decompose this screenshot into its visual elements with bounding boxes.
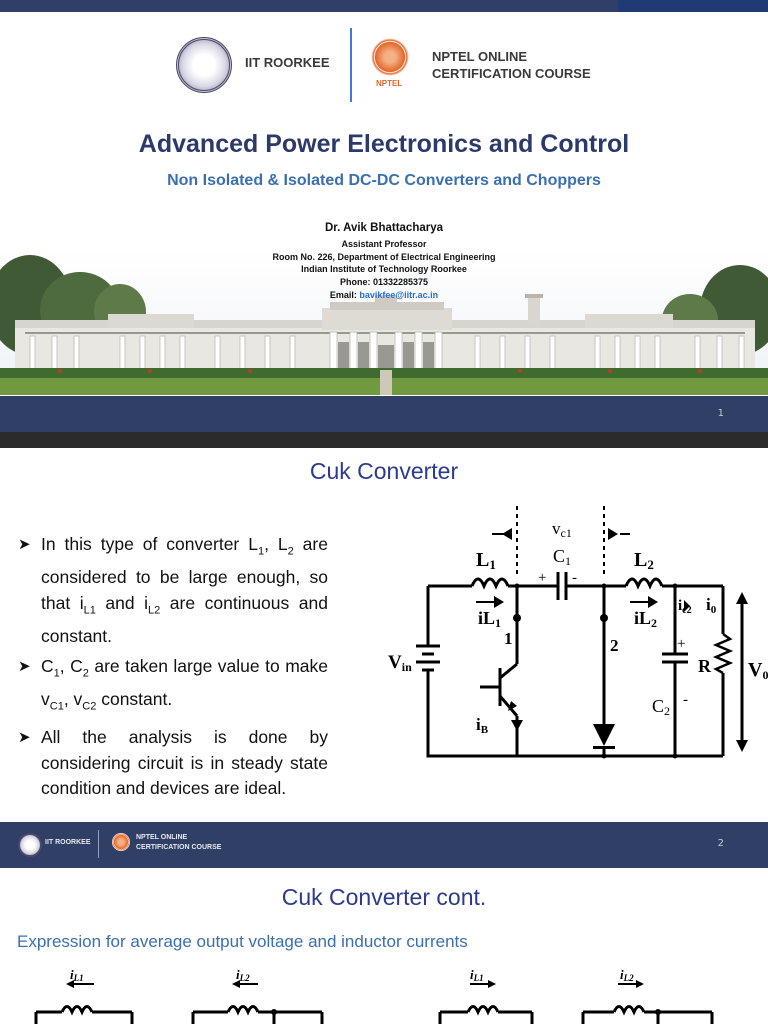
presenter-designation: Assistant Professor: [341, 239, 427, 249]
c1-plus: +: [538, 570, 546, 586]
arrow-bullet-icon: ➤: [18, 729, 31, 746]
nptel-logo: [371, 38, 409, 76]
presenter-room: Room No. 226, Department of Electrical E…: [272, 252, 496, 262]
c2-plus: +: [677, 636, 685, 652]
svg-text:iL1: iL1: [70, 970, 84, 983]
course-subtitle: Non Isolated & Isolated DC-DC Converters…: [167, 172, 601, 189]
svg-text:iL2: iL2: [236, 970, 250, 983]
page-number: 2: [717, 838, 724, 849]
footer-divider: [98, 830, 99, 858]
iit-roorkee-label: IIT ROORKEE: [245, 55, 330, 70]
nptel-logo-small: [112, 833, 130, 851]
footer-nptel-line2: CERTIFICATION COURSE: [136, 844, 222, 851]
node1-label: 1: [504, 629, 513, 648]
course-title: Advanced Power Electronics and Control: [138, 130, 630, 158]
bullet-item: ➤ In this type of converter L1, L2 are c…: [18, 532, 328, 649]
bullet-list: ➤ In this type of converter L1, L2 are c…: [18, 532, 328, 807]
email-label: Email:: [329, 290, 360, 300]
title-slide: IIT ROORKEE NPTEL NPTEL ONLINE CERTIFICA…: [0, 0, 768, 432]
arrow-bullet-icon: ➤: [18, 658, 31, 675]
slide2-footer: IIT ROORKEE NPTEL ONLINE CERTIFICATION C…: [0, 822, 768, 868]
arrow-bullet-icon: ➤: [18, 536, 31, 553]
iit-roorkee-logo: [176, 37, 232, 93]
nptel-line2: CERTIFICATION COURSE: [432, 66, 591, 81]
presenter-phone: Phone: 01332285375: [339, 277, 429, 287]
iit-roorkee-logo-small: [18, 833, 42, 857]
presenter-name: Dr. Avik Bhattacharya: [324, 222, 444, 234]
c1-minus: -: [572, 570, 577, 586]
slide1-footer: 1: [0, 396, 768, 432]
svg-text:iL2: iL2: [620, 970, 634, 983]
l1-label: L1: [476, 549, 496, 572]
cuk-converter-cont-slide: Cuk Converter cont. Expression for avera…: [0, 882, 768, 1024]
header-divider: [350, 28, 352, 102]
ib-label: iB: [476, 715, 489, 736]
page-number: 1: [717, 408, 724, 419]
mode-circuits-partial: iL1 iL2 iL1 iL2: [34, 970, 714, 1024]
cuk-converter-slide: Cuk Converter ➤ In this type of converte…: [0, 448, 768, 882]
il1-label: iL1: [478, 608, 501, 630]
slide-title: Cuk Converter: [309, 458, 459, 484]
presenter-email-row: Email: bavikfee@iitr.ac.in: [0, 290, 768, 300]
campus-building-image: [0, 250, 768, 395]
slide-subtitle: Expression for average output voltage an…: [17, 932, 468, 951]
ic2-label: ic2: [678, 598, 692, 616]
footer-iit-label: IIT ROORKEE: [45, 839, 91, 846]
c2-minus: -: [683, 692, 688, 708]
bullet-item: ➤ All the analysis is done by considerin…: [18, 725, 328, 802]
c1-label: C1: [553, 546, 571, 568]
r-label: R: [698, 656, 712, 676]
slide-title: Cuk Converter cont.: [281, 884, 487, 910]
top-bar: [0, 0, 768, 12]
il2-label: iL2: [634, 608, 657, 630]
v0-label: V0: [748, 659, 768, 682]
svg-text:iL1: iL1: [470, 970, 484, 983]
vc1-label: vc1: [552, 519, 572, 540]
bullet-item: ➤ C1, C2 are taken large value to make v…: [18, 654, 328, 720]
i0-label: i0: [706, 595, 717, 616]
email-link[interactable]: bavikfee@iitr.ac.in: [359, 290, 439, 300]
l2-label: L2: [634, 549, 654, 572]
nptel-badge: NPTEL: [376, 79, 403, 88]
c2-label: C2: [652, 696, 670, 718]
presenter-institute: Indian Institute of Technology Roorkee: [301, 264, 467, 274]
cuk-circuit-diagram: vc1 C1 L1 L2 iL1 iL2 ic2 i0 Vin iB 1 2 C…: [388, 506, 768, 759]
footer-nptel-line1: NPTEL ONLINE: [136, 834, 188, 841]
node2-label: 2: [610, 636, 619, 655]
nptel-line1: NPTEL ONLINE: [432, 49, 528, 64]
vin-label: Vin: [388, 652, 412, 674]
